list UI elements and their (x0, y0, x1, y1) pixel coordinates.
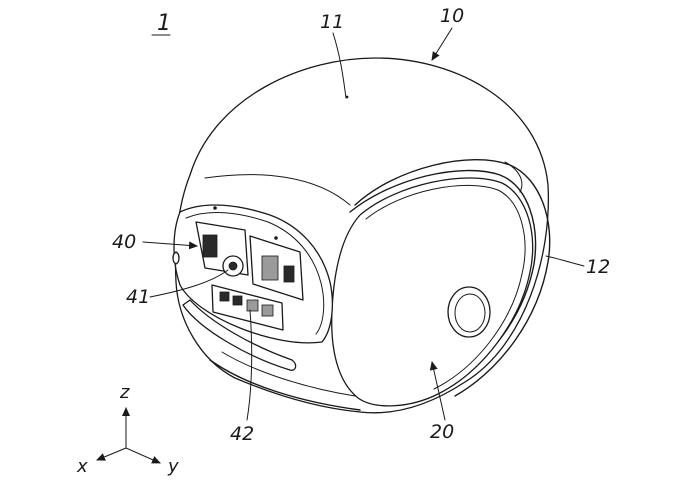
leader-41 (149, 269, 229, 298)
base-outline-inner (221, 351, 356, 397)
leader-11 (332, 32, 347, 99)
leader-20 (429, 361, 446, 421)
leader-10 (431, 27, 453, 61)
axis-label-y: y (167, 456, 179, 477)
front-opening-lip (185, 211, 325, 335)
front-module-slot-a (202, 234, 218, 258)
label-10: 10 (440, 5, 464, 27)
leader-42 (246, 309, 253, 421)
lower-slot (182, 299, 297, 371)
front-module-slot-b (261, 255, 279, 281)
figure-number: 1 (157, 11, 171, 36)
module-lens-core (228, 261, 238, 271)
left-side-button (172, 251, 180, 265)
axis-x (96, 447, 127, 461)
sensor-dot-a (213, 206, 217, 210)
axis-label-z: z (119, 382, 130, 403)
connector-port-b (232, 295, 243, 306)
axis-y (125, 447, 161, 464)
coordinate-axes: z x y (76, 382, 179, 477)
side-button-inner (454, 293, 486, 333)
axis-label-x: x (76, 456, 88, 477)
label-41: 41 (126, 286, 150, 308)
leader-12 (545, 255, 585, 267)
label-20: 20 (430, 421, 454, 443)
base-outline (209, 359, 361, 411)
connector-port-a (219, 291, 230, 302)
label-12: 12 (586, 256, 610, 278)
side-cover-rim (365, 184, 526, 390)
label-42: 42 (230, 423, 254, 445)
sensor-dot-b (274, 236, 278, 240)
label-11: 11 (320, 11, 344, 33)
front-module-slot-c (283, 265, 295, 283)
side-ring-edge (504, 161, 523, 193)
reference-labels: 11 10 40 41 12 42 20 (112, 5, 610, 445)
label-40: 40 (112, 231, 136, 253)
leader-40 (142, 241, 198, 250)
connector-port-d (261, 304, 274, 317)
upper-shell-seam (204, 174, 351, 206)
connector-port-c (246, 299, 259, 312)
side-ring-band (354, 159, 551, 397)
robot-body (172, 57, 551, 414)
